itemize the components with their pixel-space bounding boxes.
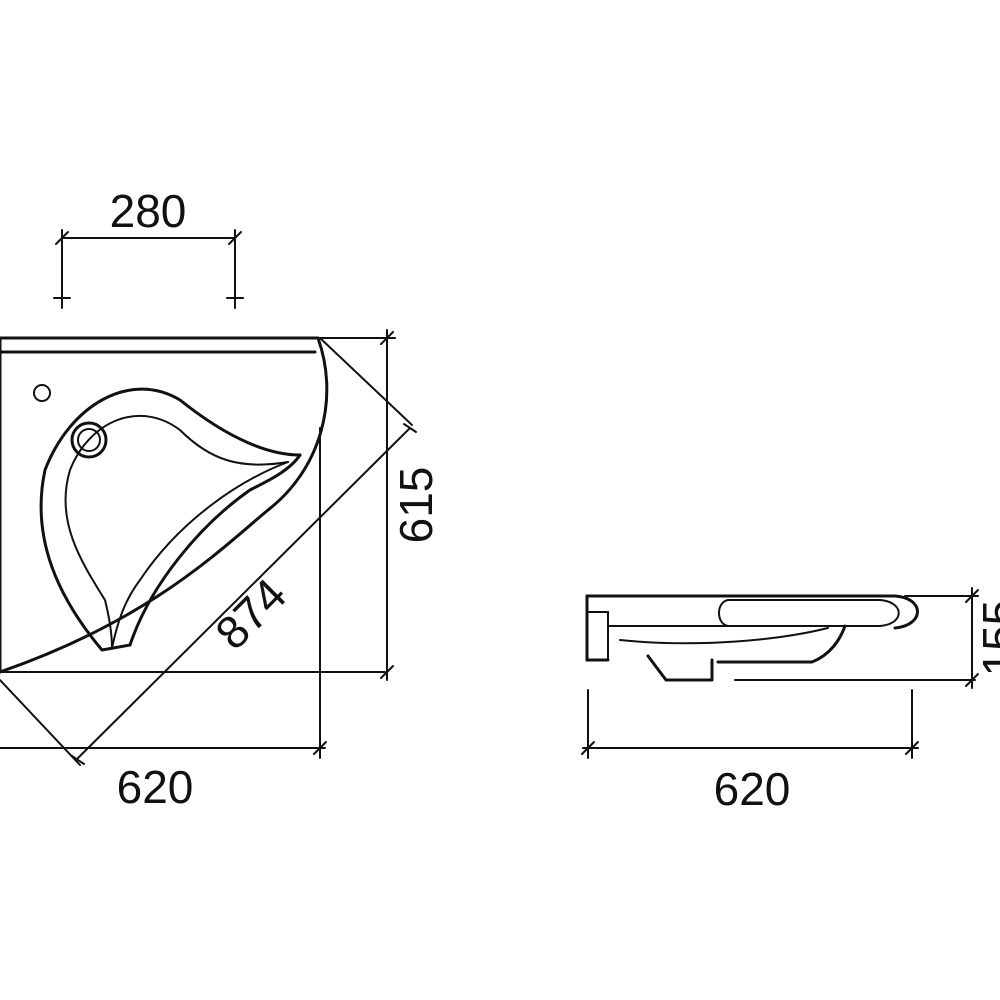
dimension-width-lines	[0, 427, 327, 759]
dimension-side-width-lines	[581, 689, 919, 759]
tap-hole	[33, 384, 51, 402]
basin-top-outline	[0, 336, 386, 674]
label-width: 620	[117, 761, 194, 813]
basin-side-profile	[585, 594, 976, 682]
label-tap-spacing: 280	[110, 185, 187, 237]
dimension-tap-spacing-lines	[53, 229, 244, 309]
label-diagonal: 874	[205, 568, 296, 659]
label-depth: 615	[390, 467, 442, 544]
label-side-height: 155	[973, 600, 1000, 677]
dimension-diagonal-lines	[0, 337, 417, 766]
drain-icon	[70, 421, 108, 459]
dimension-height-lines	[904, 587, 979, 689]
label-side-width: 620	[714, 763, 791, 815]
basin-bowl	[39, 387, 302, 652]
dimension-depth-lines	[319, 329, 396, 681]
